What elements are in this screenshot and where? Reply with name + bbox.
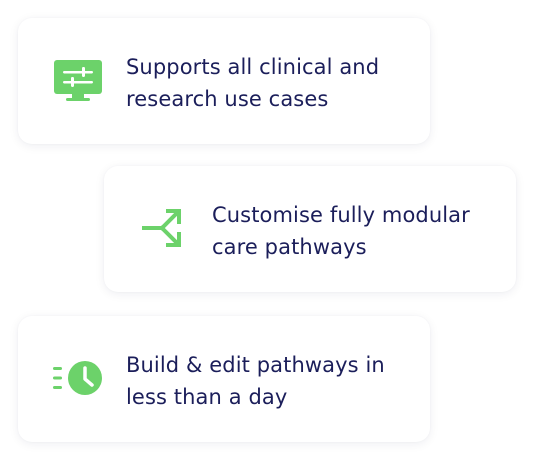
feature-text: Customise fully modular care pathways	[212, 203, 470, 259]
feature-text: Supports all clinical and research use c…	[126, 55, 380, 111]
feature-card-modular-pathways: Customise fully modular care pathways	[104, 166, 516, 292]
fast-clock-icon	[52, 354, 104, 402]
feature-card-build-pathways: Build & edit pathways in less than a day	[18, 316, 430, 442]
merge-arrows-icon	[138, 204, 190, 252]
sliders-monitor-icon	[52, 56, 104, 104]
feature-text: Build & edit pathways in less than a day	[126, 353, 385, 409]
feature-card-clinical-research: Supports all clinical and research use c…	[18, 18, 430, 144]
